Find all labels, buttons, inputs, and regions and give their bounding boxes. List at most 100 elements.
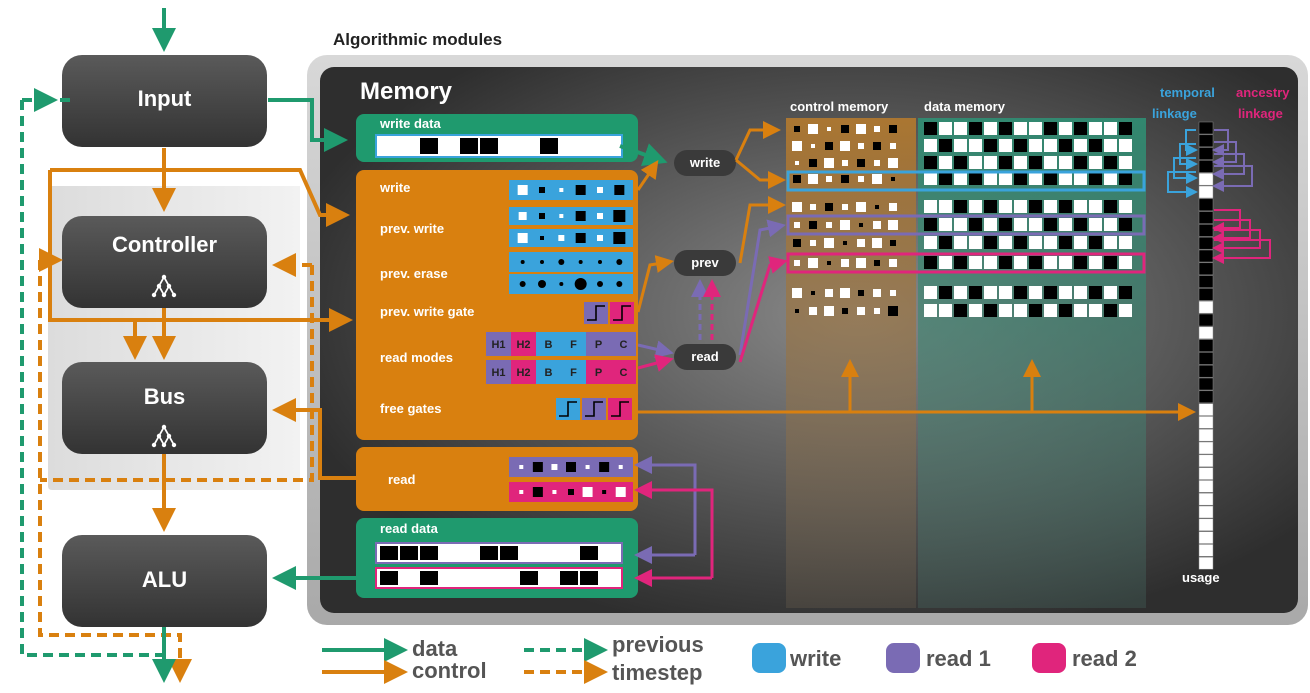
head-prev-erase-label: prev. erase	[380, 266, 448, 281]
dot	[616, 259, 623, 265]
data-mem-cell	[1104, 172, 1117, 185]
data-mem-cell	[969, 139, 982, 152]
data-mem-cell	[1104, 139, 1117, 152]
cell	[580, 571, 598, 585]
usage-cell	[1198, 339, 1214, 352]
read-mode-cell	[586, 360, 611, 384]
data-mem-cell	[1014, 122, 1027, 135]
dot	[538, 280, 546, 288]
data-mem-cell	[954, 200, 967, 213]
write-op-pill	[674, 150, 736, 176]
control-mem-square	[888, 306, 898, 316]
usage-cell	[1198, 352, 1214, 365]
cell	[560, 546, 578, 560]
usage-cell	[1198, 390, 1214, 404]
legend-read2-swatch	[1032, 643, 1066, 673]
network-icon-node	[161, 442, 167, 448]
usage-cell	[1198, 236, 1214, 250]
control-mem-square	[840, 220, 850, 230]
usage-cell	[1198, 185, 1214, 199]
data-mem-cell	[1089, 286, 1102, 299]
network-icon-node	[166, 283, 172, 289]
data-mem-cell	[1059, 304, 1072, 317]
data-mem-cell	[1119, 218, 1132, 231]
network-icon-node	[171, 442, 177, 448]
legend-write-swatch	[752, 643, 786, 673]
control-mem-square	[808, 174, 818, 184]
legend-previous: previous	[612, 632, 704, 657]
data-mem-cell	[1119, 139, 1132, 152]
data-mem-cell	[1119, 236, 1132, 249]
write-data-label: write data	[380, 116, 441, 131]
cell	[380, 546, 398, 560]
connector	[40, 265, 314, 482]
data-mem-cell	[1029, 218, 1042, 231]
data-mem-cell	[939, 172, 952, 185]
data-mem-cell	[939, 122, 952, 135]
alu-box	[62, 535, 267, 627]
control-mem-square	[841, 125, 849, 133]
control-mem-square	[810, 240, 816, 246]
data-mem-cell	[984, 156, 997, 169]
control-mem-square	[824, 238, 834, 248]
data-mem-cell	[1029, 256, 1042, 269]
read-mode-text: B	[545, 339, 553, 351]
data-mem-cell	[999, 200, 1012, 213]
data-mem-cell	[984, 286, 997, 299]
network-icon-node	[156, 433, 162, 439]
legend-control: control	[412, 658, 487, 683]
data-mem-cell	[1119, 304, 1132, 317]
read-mode-cell	[511, 360, 536, 384]
usage-cell	[1198, 480, 1214, 493]
gate-step	[613, 305, 631, 321]
data-mem-cell	[1029, 200, 1042, 213]
gate-step	[559, 401, 577, 417]
read-mode-cell	[486, 360, 511, 384]
data-mem-cell	[939, 286, 952, 299]
cell	[420, 138, 438, 154]
data-mem-cell	[1044, 122, 1057, 135]
data-mem-cell	[1059, 122, 1072, 135]
dot	[558, 259, 565, 265]
data-mem-cell	[954, 256, 967, 269]
square	[618, 465, 623, 469]
data-mem-cell	[939, 304, 952, 317]
data-memory-label: data memory	[924, 99, 1005, 114]
data-mem-cell	[924, 156, 937, 169]
cell	[400, 571, 418, 585]
temporal-label-2: linkage	[1152, 106, 1197, 121]
head-free-gates-label: free gates	[380, 401, 442, 416]
square	[599, 462, 610, 472]
control-mem-square	[793, 175, 801, 183]
cell	[480, 546, 498, 560]
read-mode-text: H2	[516, 339, 530, 351]
usage-cell	[1198, 544, 1214, 557]
controller-box	[62, 216, 267, 308]
control-mem-square	[859, 223, 863, 227]
usage-cell	[1198, 134, 1214, 148]
square	[540, 236, 544, 240]
data-mem-cell	[1059, 200, 1072, 213]
square	[559, 188, 564, 192]
data-mem-cell	[1059, 218, 1072, 231]
data-mem-cell	[1044, 286, 1057, 299]
data-mem-cell	[1104, 286, 1117, 299]
control-mem-square	[890, 290, 896, 296]
data-mem-cell	[999, 286, 1012, 299]
write-highlight	[786, 170, 1146, 192]
control-mem-square	[843, 241, 847, 245]
control-mem-square	[874, 308, 880, 314]
square	[582, 487, 593, 497]
data-mem-cell	[1044, 236, 1057, 249]
connector	[1185, 129, 1198, 156]
control-mem-square	[888, 158, 898, 168]
cell	[580, 546, 598, 560]
square	[614, 185, 625, 195]
data-mem-cell	[1119, 286, 1132, 299]
control-mem-square	[890, 143, 896, 149]
square	[615, 487, 626, 497]
data-mem-cell	[969, 200, 982, 213]
network-icon-node	[161, 274, 167, 280]
data-mem-cell	[1059, 139, 1072, 152]
cell	[380, 571, 398, 585]
